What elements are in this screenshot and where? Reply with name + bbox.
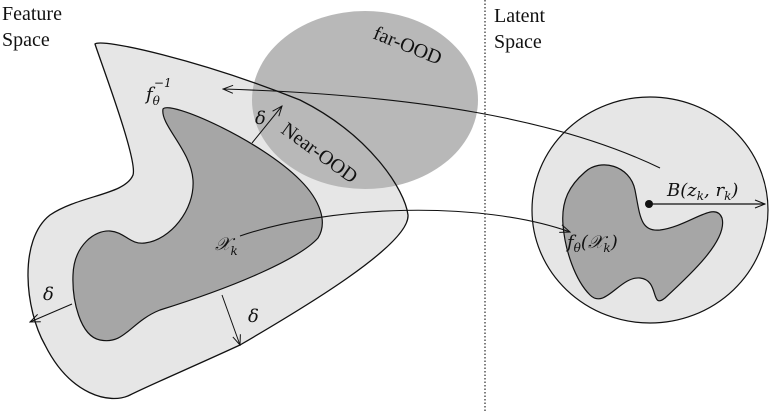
latent-space-title-1: Latent xyxy=(494,5,546,27)
delta-arrow-left xyxy=(30,303,73,322)
inverse-map-label: fθ−1 xyxy=(144,76,172,108)
delta-label-top: δ xyxy=(255,108,266,129)
mapped-region-label: fθ(𝒳k) xyxy=(565,232,618,255)
far-ood-region xyxy=(252,11,478,189)
delta-arrow-bottom xyxy=(221,294,240,345)
latent-space-title-2: Space xyxy=(494,31,542,53)
forward-map-arrow xyxy=(239,209,570,237)
feature-delta-boundary xyxy=(27,42,409,400)
delta-arrow-top xyxy=(251,106,282,144)
inverse-map-arrow xyxy=(223,89,661,169)
latent-class-region xyxy=(562,164,724,302)
class-region-xk xyxy=(72,107,323,342)
delta-label-bottom: δ xyxy=(248,306,259,327)
feature-space-title-1: Feature xyxy=(2,3,62,25)
feature-space-title-2: Space xyxy=(2,29,50,51)
delta-label-left: δ xyxy=(43,284,54,305)
ball-label: B(zk, rk) xyxy=(666,180,738,203)
